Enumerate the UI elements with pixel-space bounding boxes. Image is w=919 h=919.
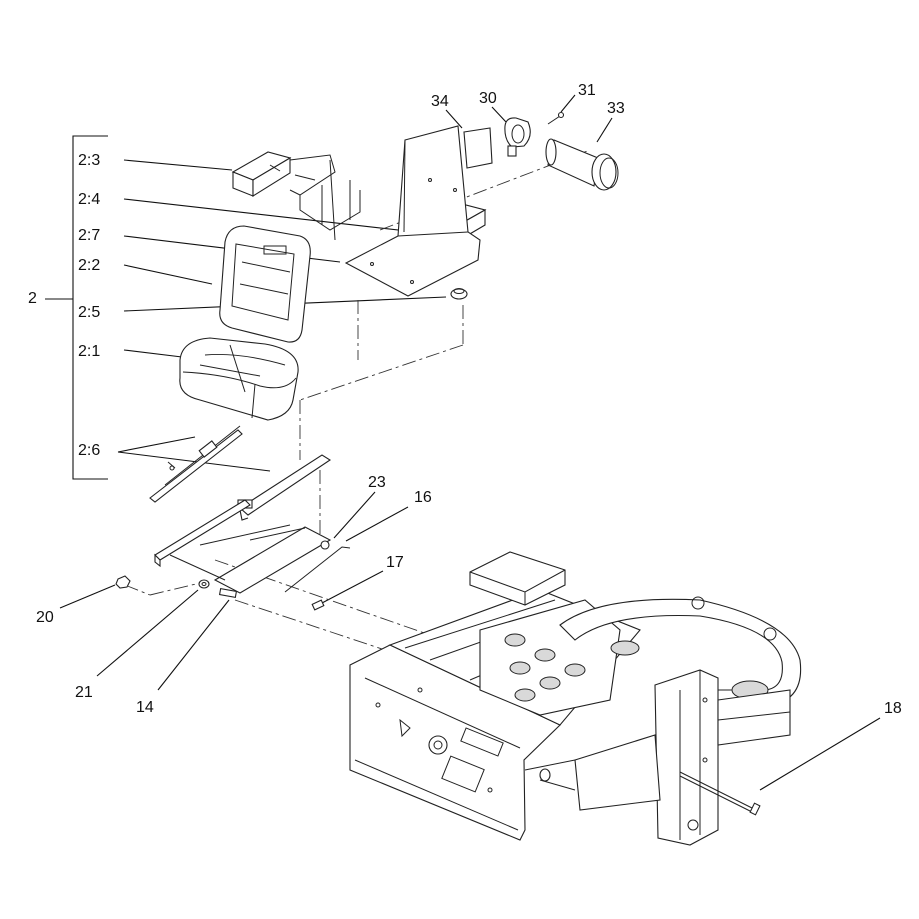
group-bracket-2 [45, 135, 108, 480]
callout-label-2-6: 2:6 [78, 442, 100, 459]
part-20-nut [115, 575, 131, 589]
part-2-1-seat-cushion [179, 337, 299, 421]
callout-label-20: 20 [36, 609, 54, 626]
part-2-5-knob [450, 288, 468, 300]
callout-label-2-7: 2:7 [78, 227, 100, 244]
callout-label-2-5: 2:5 [78, 304, 100, 321]
callout-label-2-3: 2:3 [78, 152, 100, 169]
callout-label-34: 34 [431, 93, 449, 110]
part-30-clamp [504, 117, 531, 157]
part-16-rod [284, 546, 351, 593]
callout-label-16: 16 [414, 489, 432, 506]
part-23-nut [320, 540, 330, 550]
callout-label-33: 33 [607, 100, 625, 117]
part-14-pin [218, 588, 238, 598]
part-17-bolt [311, 599, 325, 611]
part-21-washer [198, 579, 210, 589]
part-33-canister [545, 138, 619, 191]
part-34-plate [463, 127, 493, 169]
callout-label-2: 2 [28, 290, 37, 307]
callout-label-2-2: 2:2 [78, 257, 100, 274]
part-2-6-slide-rail-right [237, 454, 332, 521]
part-31-screw [547, 111, 565, 125]
callout-label-31: 31 [578, 82, 596, 99]
callout-label-2-4: 2:4 [78, 191, 100, 208]
part-2-2-seat-back [219, 225, 311, 343]
part-2-3-armrest-left [231, 151, 292, 197]
part-2-6-slide-rail-left [149, 425, 243, 503]
part-18-bolt [679, 771, 761, 816]
seat-mount-frame [154, 499, 332, 594]
armrest-bracket-left [289, 154, 361, 241]
callout-label-30: 30 [479, 90, 497, 107]
part-2-7-seat-pan-plate [344, 125, 481, 297]
callout-label-14: 14 [136, 699, 154, 716]
tractor-frame-assembly [349, 551, 802, 846]
callout-label-23: 23 [368, 474, 386, 491]
callout-label-2-1: 2:1 [78, 343, 100, 360]
callout-label-17: 17 [386, 554, 404, 571]
callout-label-18: 18 [884, 700, 902, 717]
callout-label-21: 21 [75, 684, 93, 701]
